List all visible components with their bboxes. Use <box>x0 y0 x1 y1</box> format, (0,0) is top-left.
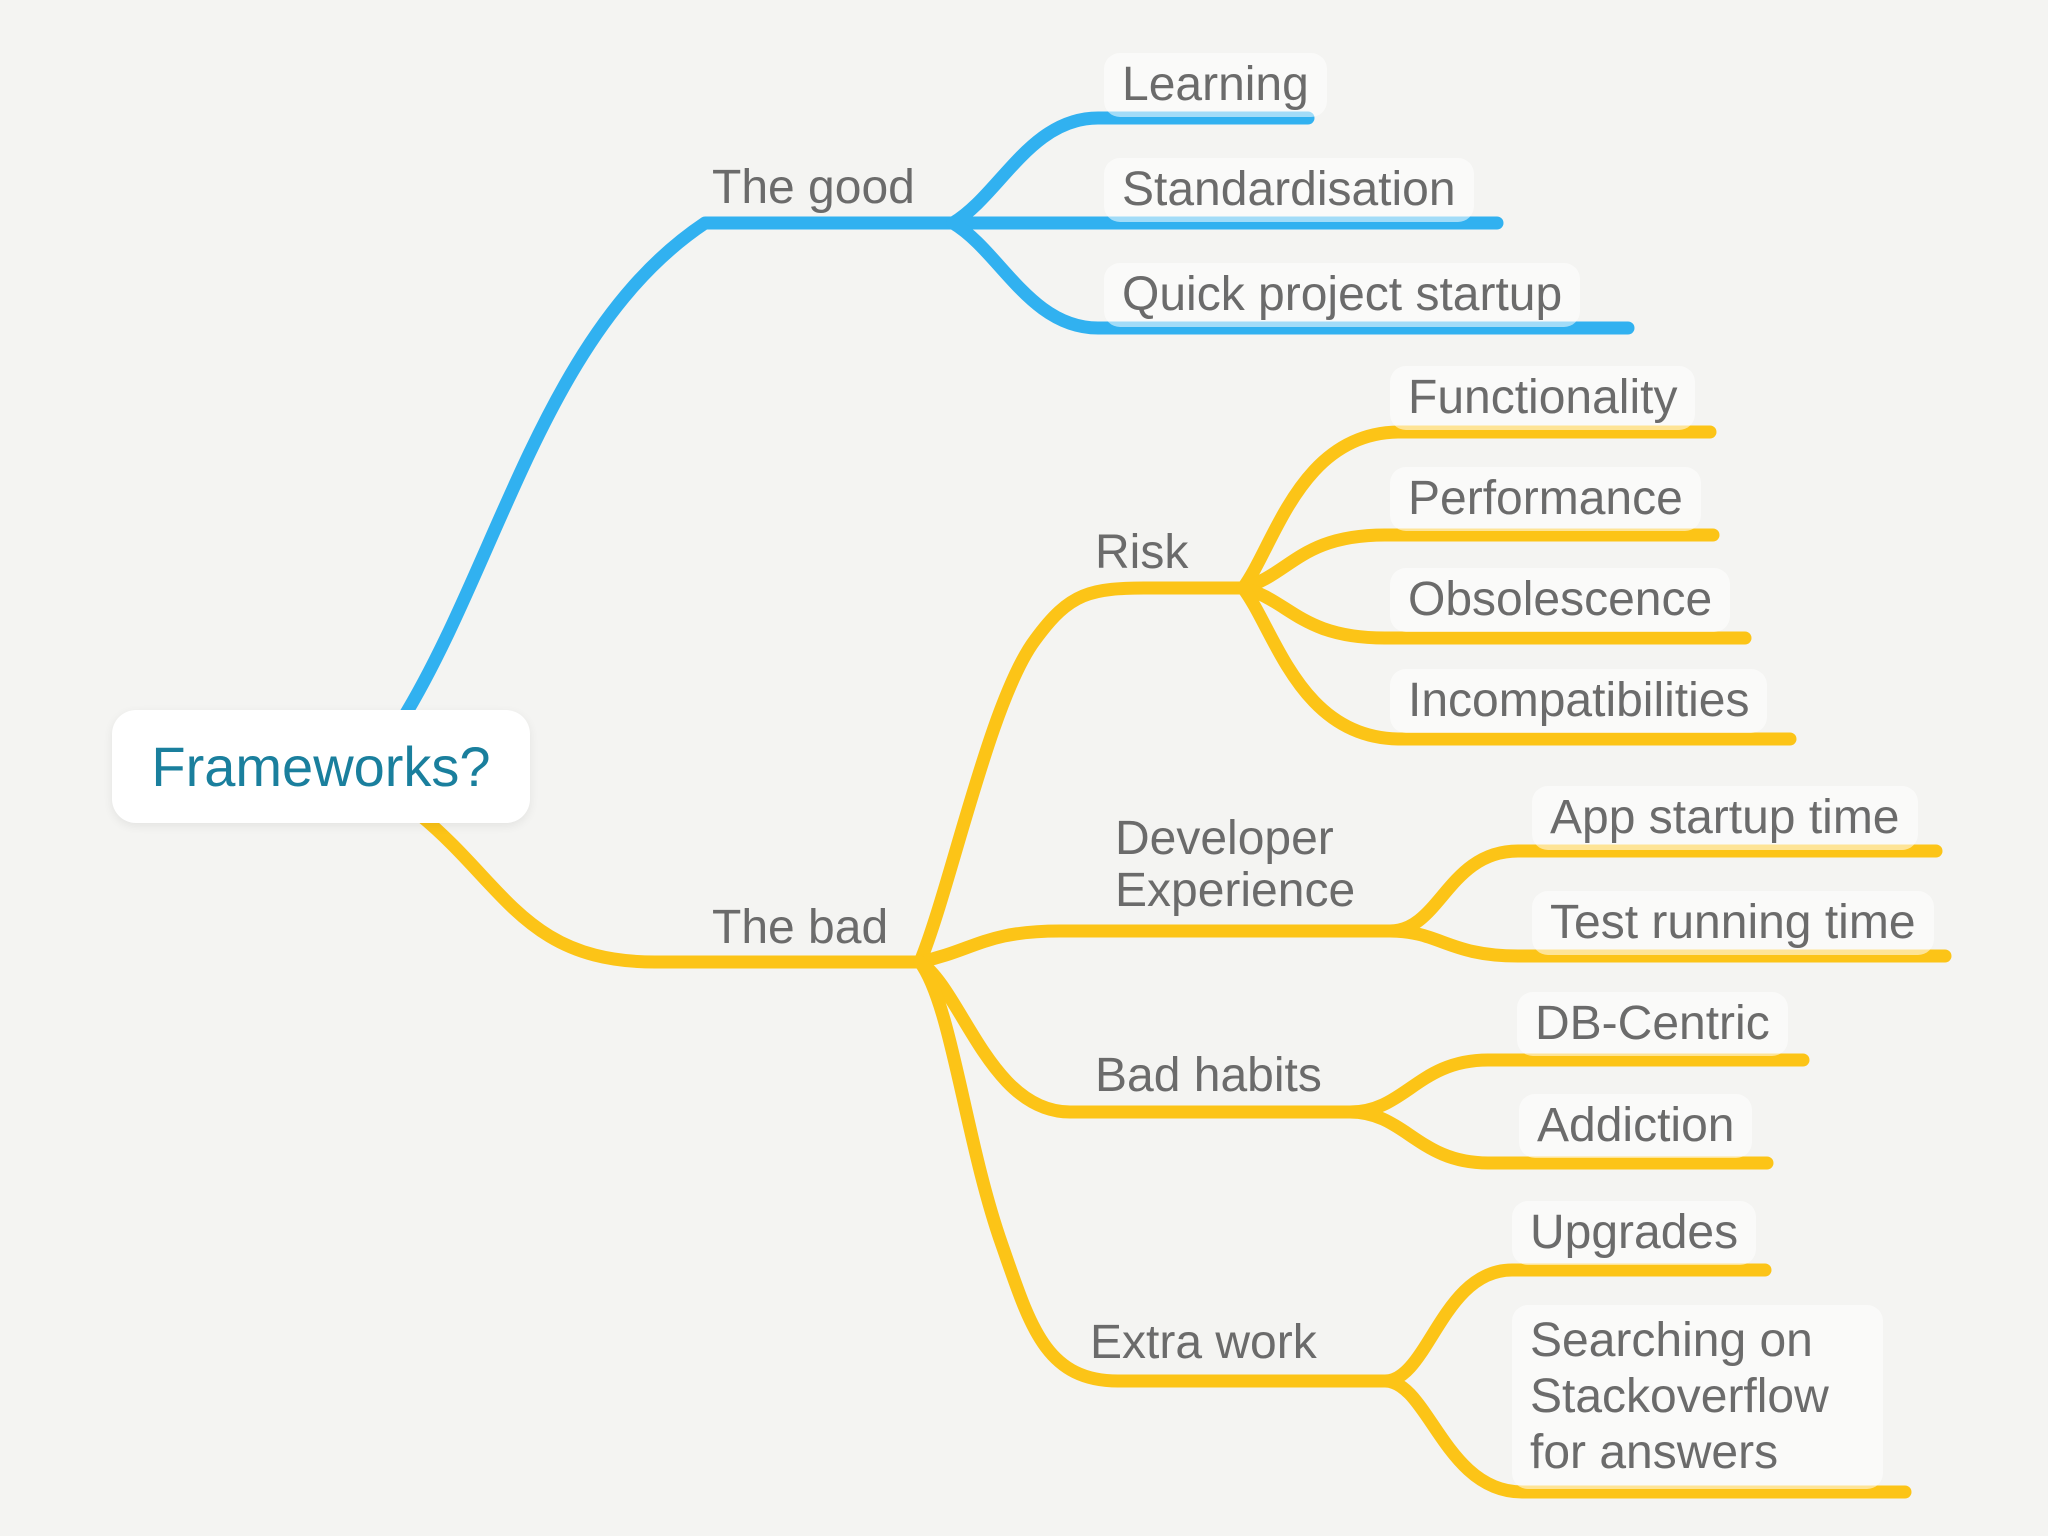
branch-line-upgrades <box>1378 1263 1772 1388</box>
node-label-the-bad[interactable]: The bad <box>712 901 889 954</box>
node-label-the-good[interactable]: The good <box>712 161 915 214</box>
node-label-quick-project-startup[interactable]: Quick project startup <box>1104 263 1581 327</box>
node-label-risk[interactable]: Risk <box>1095 526 1189 579</box>
node-label-functionality[interactable]: Functionality <box>1390 366 1696 430</box>
root-node-label: Frameworks? <box>151 735 491 798</box>
node-label-standardisation[interactable]: Standardisation <box>1104 158 1474 222</box>
node-label-performance[interactable]: Performance <box>1390 467 1701 531</box>
node-label-bad-habits[interactable]: Bad habits <box>1095 1049 1322 1102</box>
branch-line-learning <box>946 111 1315 230</box>
branch-line-risk <box>913 581 1250 969</box>
branch-line-root-to-good <box>395 216 960 727</box>
root-node-frameworks[interactable]: Frameworks? <box>112 710 530 823</box>
branch-line-performance <box>1236 528 1720 595</box>
node-label-upgrades[interactable]: Upgrades <box>1512 1201 1757 1265</box>
node-label-searching-stackoverflow[interactable]: Searching on Stackoverflow for answers <box>1512 1305 1883 1489</box>
node-label-extra-work[interactable]: Extra work <box>1090 1316 1317 1369</box>
branch-line-root-to-bad <box>413 808 927 969</box>
node-label-learning[interactable]: Learning <box>1104 53 1327 117</box>
node-label-test-running-time[interactable]: Test running time <box>1532 891 1934 955</box>
node-label-obsolescence[interactable]: Obsolescence <box>1390 568 1731 632</box>
branch-line-test-running-time <box>1383 924 1952 963</box>
branch-line-incompatibilities <box>1236 581 1797 746</box>
branch-line-obsolescence <box>1236 581 1752 645</box>
node-label-incompatibilities[interactable]: Incompatibilities <box>1390 669 1768 733</box>
node-label-developer-experience[interactable]: Developer Experience <box>1115 812 1356 917</box>
branch-line-quick-project-startup <box>946 216 1635 335</box>
branch-line-developer-experience <box>913 924 1397 969</box>
node-label-addiction[interactable]: Addiction <box>1519 1094 1753 1158</box>
branch-line-functionality <box>1236 425 1717 595</box>
branch-line-extra-work <box>913 955 1392 1388</box>
branch-line-searching-stackoverflow <box>1378 1374 1912 1499</box>
node-label-db-centric[interactable]: DB-Centric <box>1517 992 1788 1056</box>
node-label-app-startup-time[interactable]: App startup time <box>1532 786 1918 850</box>
branch-line-addiction <box>1343 1105 1774 1170</box>
branch-line-bad-habits <box>913 955 1357 1119</box>
